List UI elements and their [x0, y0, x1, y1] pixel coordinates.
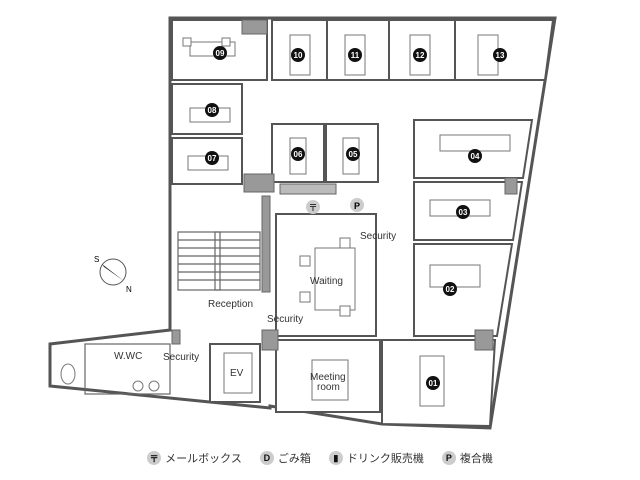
svg-text:09: 09 [216, 49, 225, 58]
legend-label: メールボックス [165, 453, 242, 465]
meeting-room-label: Meeting [310, 372, 346, 383]
compass-icon: S N [94, 255, 132, 294]
copier-icon: P [350, 198, 364, 212]
legend-vending: ▮ドリンク販売機 [328, 450, 424, 466]
mailbox-icon: 〒 [306, 200, 320, 214]
column [241, 19, 268, 35]
room-badge-03: 03 [456, 205, 470, 219]
svg-text:N: N [126, 285, 132, 294]
svg-text:03: 03 [459, 208, 468, 217]
security-label: Security [267, 314, 303, 325]
column [243, 173, 275, 193]
svg-text:13: 13 [496, 51, 505, 60]
svg-text:12: 12 [416, 51, 425, 60]
wwc-label: W.WC [114, 351, 142, 362]
elevator-label: EV [230, 368, 244, 379]
column [261, 329, 279, 351]
room-badge-04: 04 [468, 149, 482, 163]
waiting-label: Waiting [310, 276, 343, 287]
legend-label: 複合機 [459, 453, 493, 465]
room-badge-10: 10 [291, 48, 305, 62]
column [504, 177, 518, 195]
copier-icon: P [441, 451, 456, 465]
svg-text:01: 01 [429, 379, 438, 388]
room-badge-01: 01 [426, 376, 440, 390]
room-badge-06: 06 [291, 147, 305, 161]
svg-text:06: 06 [294, 150, 303, 159]
mailbox-icon: 〒 [147, 451, 162, 465]
vending-machine-icon: ▮ [328, 451, 343, 465]
floor-plan: 09 10 11 12 13 08 07 06 05 04 03 02 01 〒… [48, 16, 557, 430]
reception-label: Reception [208, 299, 253, 310]
meeting-room-label: room [317, 382, 340, 393]
wwc-room [84, 343, 171, 395]
security-label: Security [163, 352, 199, 363]
svg-text:02: 02 [446, 285, 455, 294]
column [474, 329, 494, 351]
room-badge-08: 08 [205, 103, 219, 117]
room-badge-11: 11 [348, 48, 362, 62]
legend-label: ドリンク販売機 [346, 453, 424, 465]
legend-mailbox: 〒メールボックス [147, 450, 242, 466]
room-badge-07: 07 [205, 151, 219, 165]
svg-text:11: 11 [351, 51, 360, 60]
room-badge-02: 02 [443, 282, 457, 296]
outer-wall [48, 16, 557, 430]
svg-text:04: 04 [471, 152, 480, 161]
mailboxes [279, 183, 337, 195]
room-badge-12: 12 [413, 48, 427, 62]
column [171, 329, 181, 345]
svg-text:〒: 〒 [308, 203, 317, 213]
room-badge-13: 13 [493, 48, 507, 62]
furniture [60, 34, 511, 407]
room-badge-09: 09 [213, 46, 227, 60]
svg-text:10: 10 [294, 51, 303, 60]
svg-text:08: 08 [208, 106, 217, 115]
svg-text:05: 05 [349, 150, 358, 159]
svg-text:07: 07 [208, 154, 217, 163]
security-label: Security [360, 231, 396, 242]
room-badge-05: 05 [346, 147, 360, 161]
office-02 [413, 243, 514, 337]
staircase [177, 195, 271, 293]
trash-icon: D [259, 451, 274, 465]
svg-text:S: S [94, 255, 99, 264]
svg-text:P: P [354, 201, 360, 211]
legend-label: ごみ箱 [277, 453, 311, 465]
